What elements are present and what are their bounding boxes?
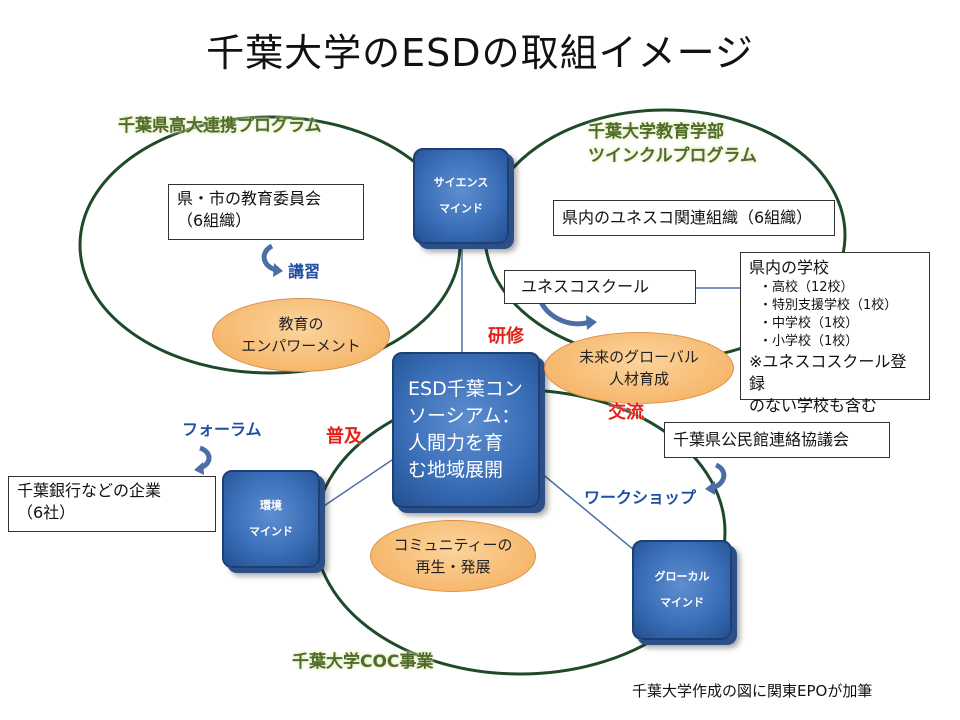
schools-heading: 県内の学校 [749, 258, 830, 277]
ellipse-empowerment: 教育の エンパワーメント [212, 298, 390, 372]
cube-science-mind: サイエンス マインド [413, 148, 509, 244]
schools-note-line2: のない学校も含む [749, 396, 878, 415]
connector-glocal-center [539, 471, 641, 556]
box-unesco-organizations: 県内のユネスコ関連組織（6組織） [553, 200, 835, 236]
curl-arrowhead-training [586, 315, 597, 330]
cube-environment-line1: 環境 [260, 499, 282, 512]
ring-label-right-line2: ツインクルプログラム [588, 146, 757, 166]
cube-environment-mind: 環境 マインド [222, 470, 320, 568]
box-companies-line2: （6社） [17, 503, 76, 522]
schools-item-highschool: ・高校（12校） [759, 280, 854, 295]
ellipse-community-line1: コミュニティーの [393, 536, 513, 554]
ellipse-empowerment-line1: 教育の [278, 315, 324, 333]
ellipse-empowerment-line2: エンパワーメント [241, 337, 361, 355]
box-companies-line1: 千葉銀行などの企業 [17, 481, 162, 500]
footer-note: 千葉大学作成の図に関東EPOが加筆 [632, 682, 873, 700]
schools-item-elementary: ・小学校（1校） [759, 334, 859, 349]
ellipse-global-talent: 未来のグローバル 人材育成 [544, 332, 734, 404]
action-forum: フォーラム [182, 420, 262, 439]
ellipse-community-line2: 再生・発展 [415, 558, 491, 576]
curl-arrow-training [537, 298, 591, 327]
cube-glocal-mind: グローカル マインド [632, 540, 732, 640]
box-unesco-orgs-text: 県内のユネスコ関連組織（6組織） [562, 208, 813, 227]
box-companies: 千葉銀行などの企業 （6社） [8, 476, 216, 532]
ring-label-right-line1: 千葉大学教育学部 [588, 122, 724, 142]
cube-science-line2: マインド [439, 202, 483, 215]
curl-arrow-lecture [261, 243, 277, 273]
curl-arrowhead-forum [194, 462, 204, 475]
cube-center-line3: 人間力を育 [408, 432, 504, 454]
ring-left [78, 115, 462, 375]
cube-center-line1: ESD千葉コン [408, 378, 523, 400]
cube-glocal-line1: グローカル [654, 570, 710, 583]
box-unesco-school-text: ユネスコスクール [521, 277, 650, 296]
schools-note-line1: ※ユネスコスクール登録 [749, 352, 907, 393]
action-spread: 普及 [326, 426, 362, 447]
action-lecture: 講習 [288, 262, 321, 281]
ring-label-bottom: 千葉大学COC事業 [292, 652, 434, 672]
cube-center-line2: ソーシアム： [408, 405, 521, 427]
action-training: 研修 [488, 326, 524, 347]
box-unesco-school: ユネスコスクール [504, 270, 696, 304]
curl-arrowhead-workshop [705, 481, 715, 495]
cube-esd-consortium: ESD千葉コン ソーシアム： 人間力を育 む地域展開 [392, 352, 540, 508]
ellipse-global-line1: 未来のグローバル [579, 348, 699, 366]
connector-environment-center [317, 459, 393, 511]
curl-arrow-workshop [711, 462, 727, 491]
cube-environment-line2: マインド [249, 525, 293, 538]
action-workshop: ワークショップ [584, 488, 697, 507]
box-prefecture-schools: 県内の学校 ・高校（12校） ・特別支援学校（1校） ・中学校（1校） ・小学校… [740, 252, 930, 415]
cube-glocal-line2: マインド [660, 596, 704, 609]
page-title: 千葉大学のESDの取組イメージ [206, 31, 754, 75]
schools-item-special: ・特別支援学校（1校） [759, 298, 898, 313]
ellipse-global-line2: 人材育成 [608, 370, 669, 388]
cube-science-line1: サイエンス [433, 176, 489, 189]
ellipse-community: コミュニティーの 再生・発展 [370, 520, 536, 592]
box-board-line1: 県・市の教育委員会 [177, 189, 322, 208]
box-board-of-education: 県・市の教育委員会 （6組織） [168, 184, 364, 240]
box-board-line2: （6組織） [177, 211, 252, 230]
ring-label-left: 千葉県高大連携プログラム [118, 116, 322, 136]
box-kominkan-text: 千葉県公民館連絡協議会 [673, 430, 850, 449]
schools-item-junior: ・中学校（1校） [759, 316, 859, 331]
curl-arrowhead-lecture [273, 263, 283, 277]
box-kominkan-council: 千葉県公民館連絡協議会 [664, 422, 890, 458]
cube-center-line4: む地域展開 [408, 459, 504, 481]
action-exchange: 交流 [608, 402, 644, 423]
